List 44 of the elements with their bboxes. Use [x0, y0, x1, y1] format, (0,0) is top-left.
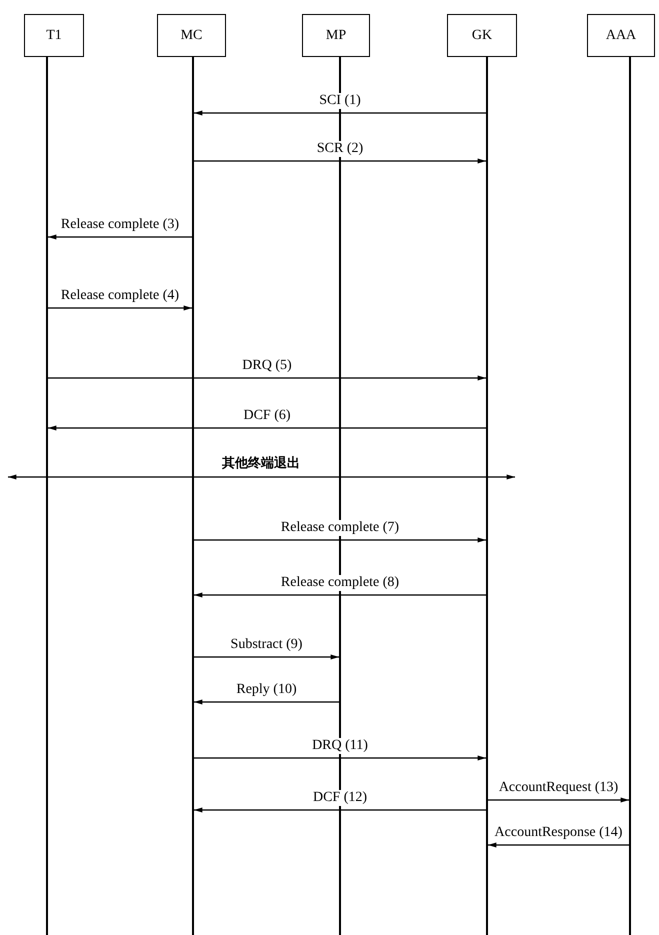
- message-label: Substract (9): [230, 637, 304, 653]
- participant-box: [24, 14, 84, 57]
- message-label: DRQ (11): [311, 738, 369, 754]
- lifeline: [192, 57, 194, 935]
- message-arrow: [194, 700, 339, 704]
- message-label: DCF (12): [312, 790, 368, 806]
- message-arrow: [488, 842, 629, 848]
- lifeline: [46, 57, 48, 935]
- message-arrow: [194, 158, 486, 164]
- message-label: AccountResponse (14): [494, 825, 624, 841]
- message-arrow: [48, 234, 192, 240]
- participant-name: MC: [180, 28, 202, 44]
- message-arrow: [48, 426, 486, 430]
- participant-name: AAA: [606, 28, 636, 44]
- message-arrow: [48, 376, 486, 380]
- phase-label: 其他终端退出: [222, 456, 300, 472]
- message-arrow: [194, 756, 486, 760]
- participant-name: GK: [472, 28, 492, 44]
- message-arrow: [194, 808, 486, 812]
- lifeline: [339, 57, 341, 935]
- message-arrow: [194, 592, 486, 598]
- message-arrow: [48, 306, 192, 310]
- message-label: Release complete (8): [280, 575, 400, 591]
- message-arrow: [194, 538, 486, 542]
- message-arrow: [194, 654, 339, 660]
- message-label: DCF (6): [242, 408, 292, 424]
- message-label: DRQ (5): [241, 358, 293, 374]
- message-label: Release complete (4): [60, 288, 180, 304]
- message-label: AccountRequest (13): [498, 780, 620, 796]
- participant-box: [587, 14, 655, 57]
- lifeline: [486, 57, 488, 935]
- message-arrow: [488, 798, 629, 802]
- message-label: SCR (2): [316, 141, 364, 157]
- participant-box: [157, 14, 226, 57]
- participant-box: [302, 14, 370, 57]
- participant-name: T1: [46, 28, 62, 44]
- message-label: Release complete (3): [60, 217, 180, 233]
- message-label: SCI (1): [318, 93, 362, 109]
- message-arrow: [194, 110, 486, 116]
- participant-box: [447, 14, 517, 57]
- message-label: Reply (10): [235, 682, 298, 698]
- participant-name: MP: [326, 28, 346, 44]
- message-label: Release complete (7): [280, 520, 400, 536]
- lifeline: [629, 57, 631, 935]
